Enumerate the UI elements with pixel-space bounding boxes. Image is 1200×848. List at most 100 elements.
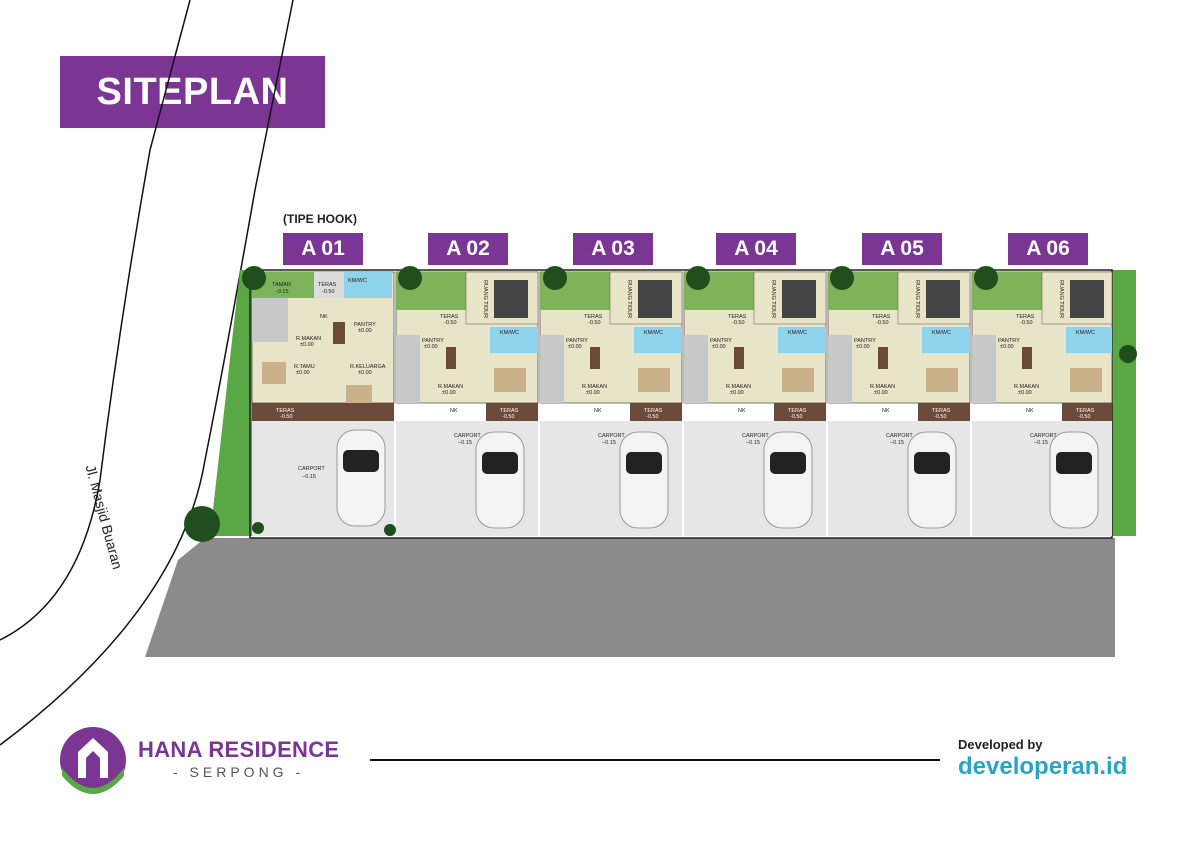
siteplan-title: SITEPLAN (60, 56, 325, 128)
label-pantry-level: ±0.00 (712, 344, 726, 350)
label-kmwc: KM/WC (1076, 330, 1095, 336)
label-teras-top: TERAS (728, 314, 747, 320)
label-kmwc: KM/WC (788, 330, 807, 336)
developed-by-label: Developed by (958, 737, 1043, 752)
label-teras-top-a01: TERAS (318, 282, 337, 288)
label-teras-bottom-level: -0.50 (502, 414, 515, 420)
label-carport: CARPORT (454, 433, 481, 439)
label-rkeluarga: R.KELUARGA (350, 364, 386, 370)
label-teras-top-level-a01: -0.50 (322, 289, 335, 295)
labels-a04: TERAS -0.50 RUANG TIDUR KM/WC PANTRY ±0.… (710, 280, 807, 446)
car-a05 (907, 431, 957, 529)
tree (543, 266, 567, 290)
label-rtamu-level: ±0.00 (296, 370, 310, 376)
label-teras-top-level: -0.50 (1020, 320, 1033, 326)
label-teras-bottom: TERAS (1076, 408, 1095, 414)
label-pantry: PANTRY (854, 338, 876, 344)
unit-badge-a04: A 04 (716, 233, 796, 265)
tree (830, 266, 854, 290)
label-carport-level: −0.15 (746, 440, 760, 446)
label-taman-level: -0.15 (276, 289, 289, 295)
label-rmakan: R.MAKAN (870, 384, 895, 390)
label-teras-top-level: -0.50 (444, 320, 457, 326)
tree (242, 266, 266, 290)
label-carport-a01: CARPORT (298, 466, 325, 472)
label-carport: CARPORT (886, 433, 913, 439)
tipe-hook-label: (TIPE HOOK) (283, 212, 357, 226)
grass-strip-right (1112, 270, 1136, 536)
label-nk-a01: NK (320, 314, 328, 320)
label-teras-bottom-level: -0.50 (934, 414, 947, 420)
label-kmwc: KM/WC (644, 330, 663, 336)
label-carport-level-a01: −0.15 (302, 474, 316, 480)
unit-a05 (827, 271, 971, 536)
label-ruang-tidur: RUANG TIDUR (626, 280, 632, 318)
label-teras-bottom-level-a01: -0.50 (280, 414, 293, 420)
label-pantry: PANTRY (422, 338, 444, 344)
label-rkeluarga-level: ±0.00 (358, 370, 372, 376)
label-teras-bottom-level: -0.50 (646, 414, 659, 420)
label-rmakan: R.MAKAN (438, 384, 463, 390)
road-edge-right (0, 0, 294, 746)
unit-a04 (683, 271, 827, 536)
tree (184, 506, 220, 542)
label-carport: CARPORT (1030, 433, 1057, 439)
label-teras-bottom: TERAS (500, 408, 519, 414)
footer-divider (370, 759, 940, 761)
label-nk: NK (450, 408, 458, 414)
unit-a06 (971, 271, 1113, 536)
label-teras-bottom: TERAS (932, 408, 951, 414)
car-a02 (475, 431, 525, 529)
label-teras-bottom: TERAS (644, 408, 663, 414)
label-ruang-tidur: RUANG TIDUR (770, 280, 776, 318)
label-teras-top: TERAS (872, 314, 891, 320)
label-pantry-a01: PANTRY (354, 322, 376, 328)
label-carport-level: −0.15 (458, 440, 472, 446)
car-a01 (336, 429, 386, 527)
label-teras-bottom-a01: TERAS (276, 408, 295, 414)
labels-a05: TERAS -0.50 RUANG TIDUR KM/WC PANTRY ±0.… (854, 280, 951, 446)
label-kmwc: KM/WC (500, 330, 519, 336)
label-teras-top-level: -0.50 (876, 320, 889, 326)
tree (398, 266, 422, 290)
label-nk: NK (1026, 408, 1034, 414)
unit-badge-a03: A 03 (573, 233, 653, 265)
label-ruang-tidur: RUANG TIDUR (914, 280, 920, 318)
label-pantry: PANTRY (998, 338, 1020, 344)
label-teras-bottom-level: -0.50 (1078, 414, 1091, 420)
label-teras-top-level: -0.50 (588, 320, 601, 326)
unit-badge-a01: A 01 (283, 233, 363, 265)
label-rmakan: R.MAKAN (1014, 384, 1039, 390)
label-carport: CARPORT (598, 433, 625, 439)
label-nk: NK (594, 408, 602, 414)
developer-site[interactable]: developeran.id (958, 753, 1128, 780)
labels-a03: TERAS -0.50 RUANG TIDUR KM/WC PANTRY ±0.… (566, 280, 663, 446)
label-carport-level: −0.15 (890, 440, 904, 446)
label-rtamu: R.TAMU (294, 364, 315, 370)
tree (384, 524, 396, 536)
unit-badge-a05: A 05 (862, 233, 942, 265)
main-street (145, 538, 1115, 657)
grass-strip-left (210, 270, 252, 536)
label-kmwc-a01: KM/WC (348, 278, 367, 284)
label-nk: NK (882, 408, 890, 414)
label-rmakan-level: ±0.00 (730, 390, 744, 396)
label-ruang-tidur: RUANG TIDUR (482, 280, 488, 318)
tree (974, 266, 998, 290)
label-pantry-level-a01: ±0.00 (358, 328, 372, 334)
car-a04 (763, 431, 813, 529)
label-rmakan-level: ±0.00 (442, 390, 456, 396)
label-carport: CARPORT (742, 433, 769, 439)
label-nk: NK (738, 408, 746, 414)
road-edge-left (0, 0, 191, 641)
brand-name: HANA RESIDENCE (138, 737, 340, 762)
labels-a06: TERAS -0.50 RUANG TIDUR KM/WC PANTRY ±0.… (998, 280, 1095, 446)
label-taman: TAMAN (272, 282, 291, 288)
label-pantry: PANTRY (710, 338, 732, 344)
tree (1119, 345, 1137, 363)
label-rmakan: R.MAKAN (726, 384, 751, 390)
label-pantry-level: ±0.00 (424, 344, 438, 350)
label-teras-top-level: -0.50 (732, 320, 745, 326)
label-teras-bottom-level: -0.50 (790, 414, 803, 420)
